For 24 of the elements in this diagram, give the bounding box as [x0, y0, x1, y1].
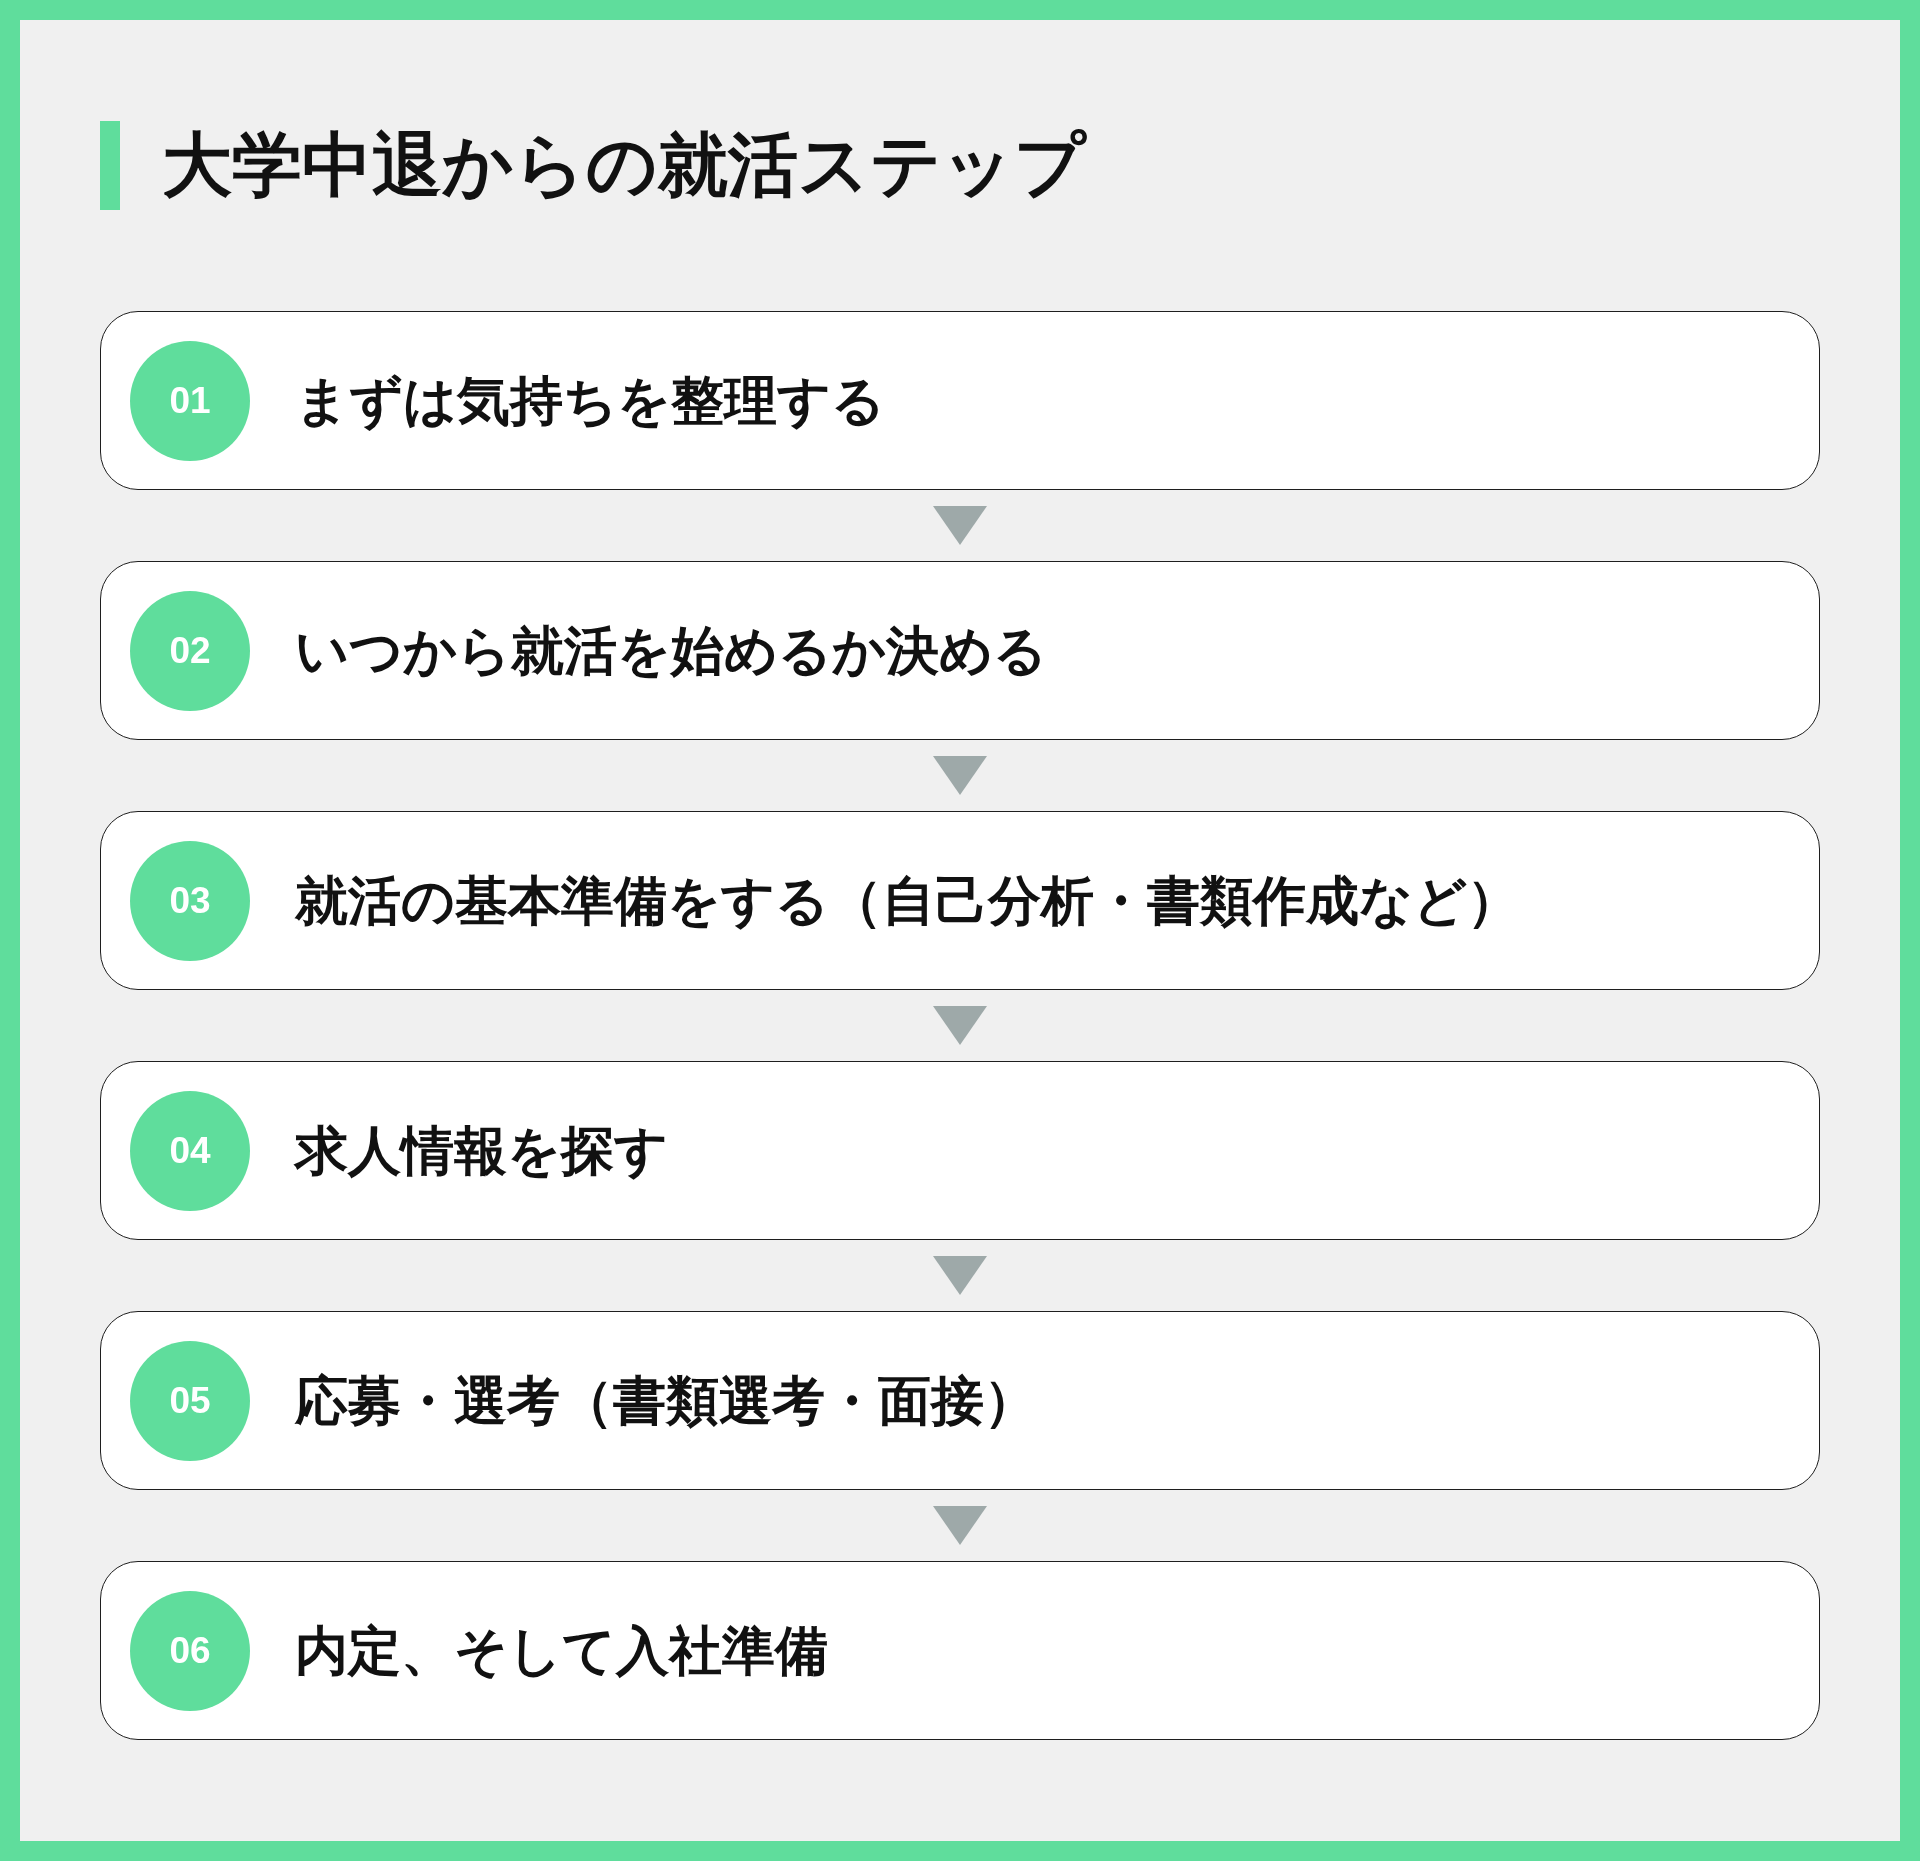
- step-number-circle: 01: [130, 340, 250, 461]
- step-text: 内定、そして入社準備: [295, 1619, 828, 1682]
- step-text: 応募・選考（書類選考・面接）: [295, 1369, 1037, 1432]
- step-box: [100, 311, 1820, 490]
- step-box: [100, 811, 1820, 990]
- arrow: [933, 506, 987, 545]
- step-text: 求人情報を探す: [295, 1119, 668, 1182]
- step-number-circle: 02: [130, 590, 250, 711]
- step-box: [100, 1311, 1820, 1490]
- arrow: [933, 756, 987, 795]
- step-text: まずは気持ちを整理する: [295, 369, 885, 433]
- step-box: [100, 561, 1820, 740]
- step-number-circle: 04: [130, 1090, 250, 1211]
- arrow: [933, 1256, 987, 1295]
- step-number-circle: 03: [130, 840, 250, 961]
- title: 大学中退からの就活ステップ: [162, 125, 1086, 206]
- step-text: いつから就活を始めるか決める: [295, 619, 1047, 682]
- step-number-circle: 05: [130, 1340, 250, 1461]
- arrow: [933, 1006, 987, 1045]
- step-box: [100, 1061, 1820, 1240]
- step-box: [100, 1561, 1820, 1740]
- arrow: [933, 1506, 987, 1545]
- step-number-circle: 06: [130, 1590, 250, 1711]
- step-text: 就活の基本準備をする（自己分析・書類作成など）: [295, 869, 1520, 932]
